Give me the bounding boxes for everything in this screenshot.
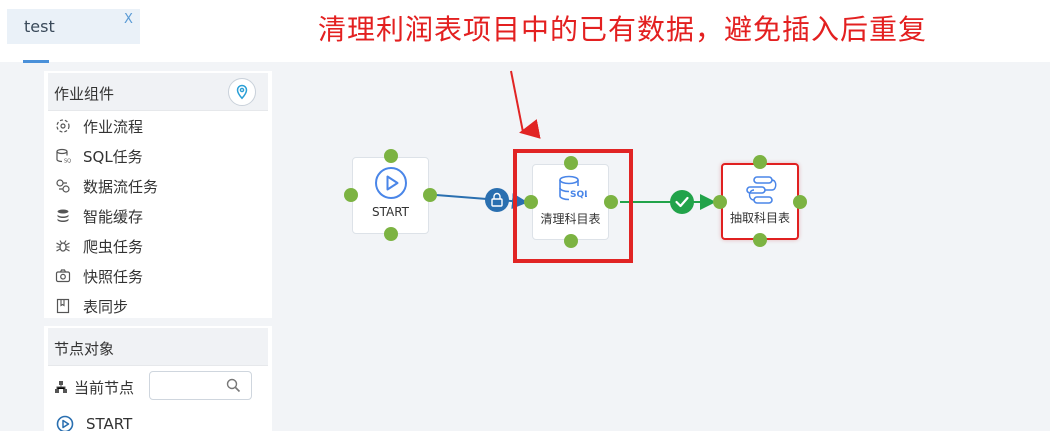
spider-icon [54, 237, 72, 255]
component-item-label: 快照任务 [83, 267, 144, 286]
success-check-icon[interactable] [670, 190, 694, 214]
component-item-workflow[interactable]: 作业流程 [54, 115, 143, 137]
current-node-label: 当前节点 [74, 378, 135, 397]
flow-node-extract-table[interactable]: 抽取科目表 [721, 163, 799, 240]
port-clean-bottom[interactable] [564, 234, 578, 248]
location-pin-button[interactable] [228, 78, 256, 106]
nodes-panel: 节点对象 当前节点 START [44, 326, 272, 431]
components-panel-header: 作业组件 [48, 73, 268, 111]
flow-node-start-label: START [371, 205, 410, 219]
node-list-item-label: START [86, 415, 133, 431]
node-tree-icon [55, 381, 67, 393]
port-start-left[interactable] [344, 188, 358, 202]
node-search-box[interactable] [149, 371, 252, 400]
nodes-panel-title: 节点对象 [54, 340, 115, 358]
component-item-sql[interactable]: SQL SQL任务 [54, 145, 143, 167]
flow-node-start[interactable]: START [352, 157, 429, 234]
workflow-icon [54, 117, 72, 135]
component-item-table-sync[interactable]: 表同步 [54, 295, 128, 317]
location-pin-icon [236, 84, 248, 100]
component-item-label: 作业流程 [83, 117, 144, 136]
port-extract-left[interactable] [713, 195, 727, 209]
tab-active-indicator [23, 60, 49, 63]
cache-stack-icon [54, 207, 72, 225]
sql-db-icon: SQL [559, 175, 587, 201]
port-extract-right[interactable] [793, 195, 807, 209]
camera-icon [54, 267, 72, 285]
sql-db-icon: SQL [54, 147, 72, 165]
dataflow-icon [746, 176, 777, 204]
port-start-bottom[interactable] [384, 227, 398, 241]
annotation-text: 清理利润表项目中的已有数据，避免插入后重复 [318, 13, 928, 46]
component-item-dataflow[interactable]: 数据流任务 [54, 175, 158, 197]
top-bar: test X [0, 0, 1050, 63]
tab-close-icon[interactable]: X [124, 12, 133, 27]
play-circle-icon [56, 415, 74, 431]
port-clean-right[interactable] [604, 195, 618, 209]
port-clean-top[interactable] [564, 156, 578, 170]
annotation-arrow [510, 70, 541, 139]
connector-start-to-clean[interactable] [435, 193, 528, 210]
tab-label: test [24, 17, 55, 36]
tab-test[interactable]: test X [7, 9, 140, 44]
port-clean-left[interactable] [524, 195, 538, 209]
component-item-spider[interactable]: 爬虫任务 [54, 235, 143, 257]
nodes-panel-header: 节点对象 [48, 328, 268, 366]
annotation-highlight-box [513, 149, 633, 263]
lock-icon[interactable] [485, 188, 509, 212]
play-circle-icon [375, 167, 407, 199]
component-item-label: 表同步 [83, 297, 129, 316]
component-item-label: 爬虫任务 [83, 237, 144, 256]
flow-node-extract-table-label: 抽取科目表 [729, 211, 790, 225]
flow-node-clean-table[interactable]: SQL 清理科目表 [532, 164, 609, 240]
port-extract-top[interactable] [753, 155, 767, 169]
svg-text:SQL: SQL [64, 159, 71, 165]
component-item-snapshot[interactable]: 快照任务 [54, 265, 143, 287]
port-start-top[interactable] [384, 149, 398, 163]
dataflow-icon [54, 177, 72, 195]
components-panel-title: 作业组件 [54, 85, 115, 103]
component-item-label: 智能缓存 [83, 207, 144, 226]
component-item-label: SQL任务 [83, 147, 143, 166]
port-start-right[interactable] [423, 188, 437, 202]
sql-icon-text: SQL [570, 190, 587, 200]
component-item-label: 数据流任务 [83, 177, 159, 196]
component-item-cache[interactable]: 智能缓存 [54, 205, 143, 227]
node-list-item-start[interactable]: START [56, 415, 132, 431]
current-node-row: 当前节点 [54, 374, 134, 400]
port-extract-bottom[interactable] [753, 233, 767, 247]
node-search-input[interactable] [156, 372, 226, 398]
table-sync-icon [54, 297, 72, 315]
search-icon[interactable] [226, 378, 241, 393]
components-panel: 作业组件 作业流程 SQL SQL任务 数据流任务 智能缓存 [44, 71, 272, 318]
flow-node-clean-table-label: 清理科目表 [540, 212, 601, 226]
